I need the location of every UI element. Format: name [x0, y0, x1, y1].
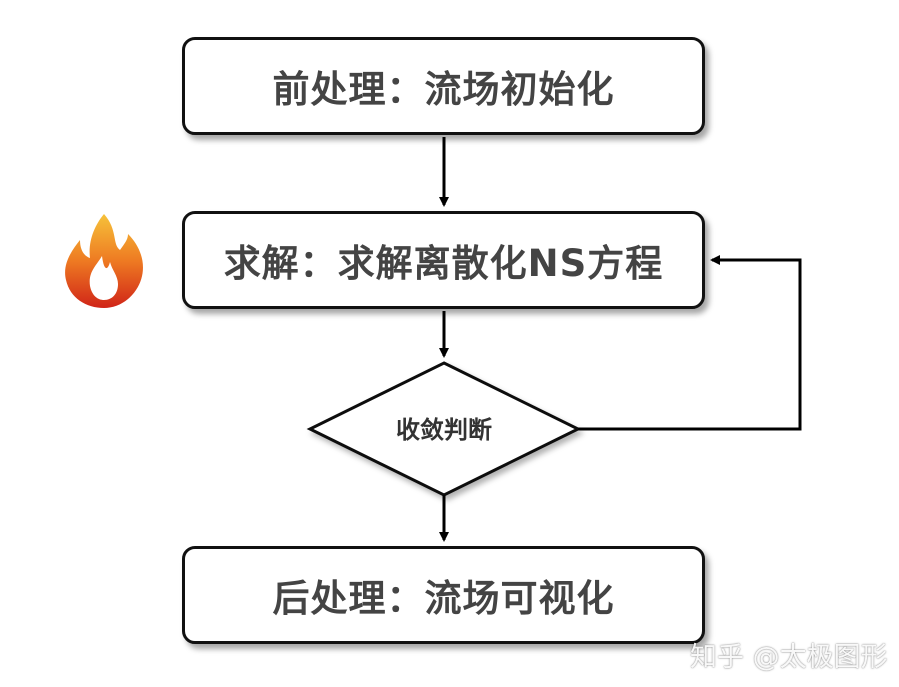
watermark: 知乎 @太极图形	[690, 642, 888, 673]
step-postprocess-label: 后处理：流场可视化	[272, 577, 615, 620]
decision-label: 收敛判断	[396, 416, 492, 444]
step-solve-label: 求解：求解离散化NS方程	[223, 242, 664, 285]
step-preprocess-label: 前处理：流场初始化	[272, 68, 615, 111]
step-preprocess: 前处理：流场初始化	[182, 37, 705, 135]
step-postprocess: 后处理：流场可视化	[182, 546, 705, 644]
arrow-loop-back	[578, 255, 802, 431]
fire-icon	[65, 214, 143, 308]
step-solve: 求解：求解离散化NS方程	[182, 211, 705, 309]
